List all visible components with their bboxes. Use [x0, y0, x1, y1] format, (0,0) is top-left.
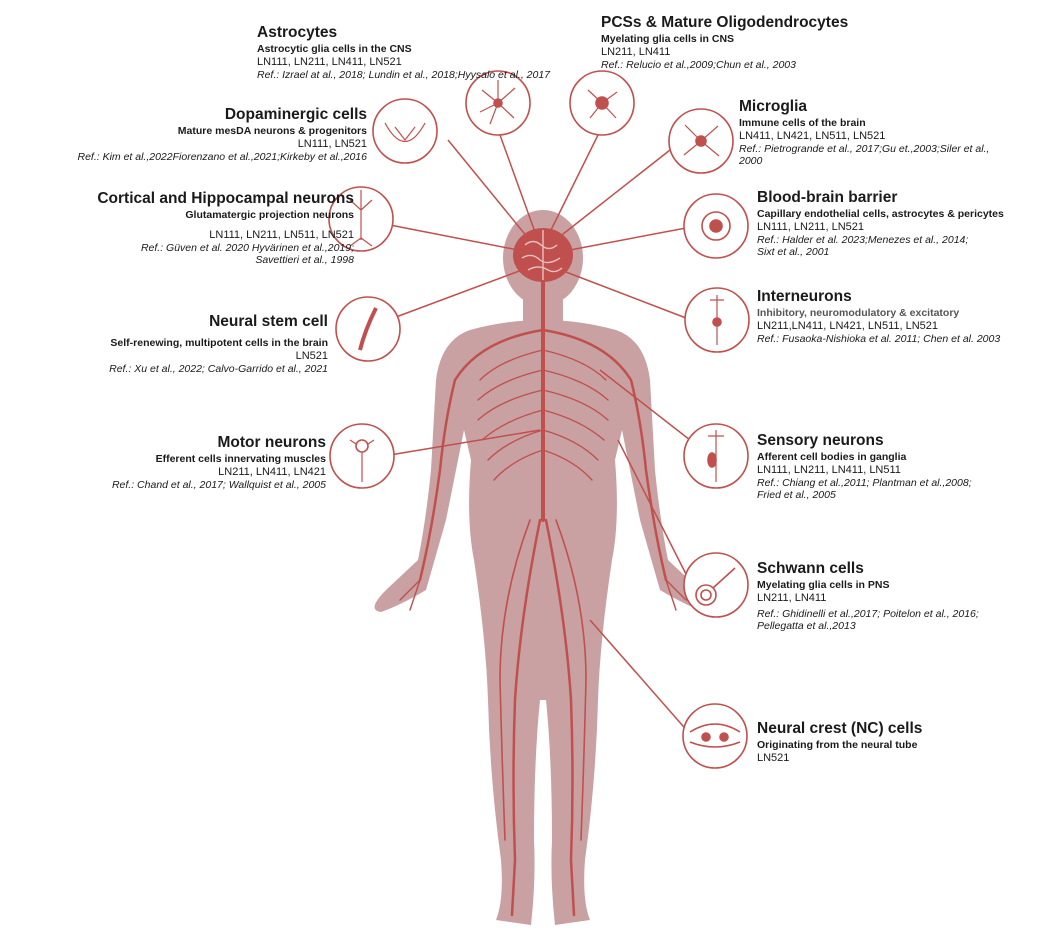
- schwann-ref1: Ref.: Ghidinelli et al.,2017; Poitelon e…: [757, 607, 979, 620]
- astrocytes-label: Astrocytes Astrocytic glia cells in the …: [257, 24, 550, 81]
- astrocytes-subtitle: Astrocytic glia cells in the CNS: [257, 43, 412, 56]
- neural-crest-icon: [682, 703, 748, 769]
- cortical-label: Cortical and Hippocampal neurons Glutama…: [97, 190, 354, 266]
- dopaminergic-subtitle: Mature mesDA neurons & progenitors: [177, 125, 367, 138]
- stem-ref: Ref.: Xu et al., 2022; Calvo-Garrido et …: [109, 362, 328, 375]
- cortical-ref1: Ref.: Güven et al. 2020 Hyvärinen et al.…: [140, 241, 354, 254]
- sensory-title: Sensory neurons: [757, 432, 884, 449]
- cortical-subtitle: Glutamatergic projection neurons: [185, 209, 354, 222]
- sensory-ref2: Fried et al., 2005: [757, 489, 836, 501]
- motor-neuron-icon: [329, 423, 395, 489]
- nerve-network: [399, 278, 687, 917]
- schwann-label: Schwann cells Myelating glia cells in PN…: [757, 560, 979, 632]
- microglia-ref2: 2000: [739, 155, 763, 167]
- pcs-laminins: LN211, LN411: [601, 45, 671, 58]
- astrocytes-laminins: LN111, LN211, LN411, LN521: [257, 55, 402, 68]
- stem-subtitle: Self-renewing, multipotent cells in the …: [110, 337, 328, 350]
- cell-icons: [328, 70, 750, 769]
- dopaminergic-title: Dopaminergic cells: [224, 106, 367, 123]
- nc-title: Neural crest (NC) cells: [757, 720, 923, 737]
- stem-laminins: LN521: [295, 349, 328, 362]
- motor-laminins: LN211, LN411, LN421: [218, 465, 326, 478]
- interneurons-label: Interneurons Inhibitory, neuromodulatory…: [757, 288, 1000, 345]
- schwann-title: Schwann cells: [757, 560, 864, 577]
- pcs-ref: Ref.: Relucio et al.,2009;Chun et al., 2…: [601, 58, 796, 71]
- dopaminergic-laminins: LN111, LN521: [297, 137, 367, 150]
- interneuron-icon: [684, 287, 750, 353]
- sensory-subtitle: Afferent cell bodies in ganglia: [757, 451, 907, 464]
- cortical-title: Cortical and Hippocampal neurons: [97, 190, 354, 207]
- sensory-laminins: LN111, LN211, LN411, LN511: [757, 463, 901, 476]
- pcs-subtitle: Myelating glia cells in CNS: [601, 33, 735, 46]
- bbb-label: Blood-brain barrier Capillary endothelia…: [757, 189, 1004, 258]
- bbb-icon: [683, 193, 749, 259]
- motor-subtitle: Efferent cells innervating muscles: [155, 453, 326, 466]
- schwann-cell-icon: [683, 552, 749, 618]
- bbb-laminins: LN111, LN211, LN521: [757, 220, 865, 233]
- interneurons-subtitle: Inhibitory, neuromodulatory & excitatory: [757, 307, 960, 320]
- motor-ref: Ref.: Chand et al., 2017; Wallquist et a…: [111, 478, 326, 491]
- neural-stem-cell-icon: [335, 296, 401, 362]
- dopaminergic-ref: Ref.: Kim et al.,2022Fiorenzano et al.,2…: [77, 150, 367, 163]
- pcs-title: PCSs & Mature Oligodendrocytes: [601, 14, 849, 31]
- interneurons-ref: Ref.: Fusaoka-Nishioka et al. 2011; Chen…: [757, 332, 1001, 345]
- microglia-ref1: Ref.: Pietrogrande et al., 2017;Gu et.,2…: [739, 142, 990, 155]
- connector-lines: [387, 134, 691, 735]
- motor-label: Motor neurons Efferent cells innervating…: [112, 434, 326, 491]
- dopaminergic-icon: [372, 98, 438, 164]
- astrocytes-title: Astrocytes: [257, 24, 338, 41]
- schwann-ref2: Pellegatta et al.,2013: [757, 620, 856, 632]
- stem-title: Neural stem cell: [209, 313, 328, 330]
- bbb-subtitle: Capillary endothelial cells, astrocytes …: [757, 208, 1004, 221]
- schwann-laminins: LN211, LN411: [757, 591, 827, 604]
- cortical-ref2: Savettieri et al., 1998: [255, 254, 354, 266]
- nc-laminins: LN521: [757, 751, 790, 764]
- brain: [513, 228, 573, 282]
- interneurons-title: Interneurons: [757, 288, 852, 305]
- microglia-icon: [668, 108, 734, 174]
- sensory-ref1: Ref.: Chiang et al.,2011; Plantman et al…: [757, 476, 972, 489]
- motor-title: Motor neurons: [217, 434, 327, 451]
- nc-label: Neural crest (NC) cells Originating from…: [757, 720, 922, 765]
- bbb-ref1: Ref.: Halder et al. 2023;Menezes et al.,…: [757, 233, 969, 246]
- pcs-label: PCSs & Mature Oligodendrocytes Myelating…: [601, 14, 848, 71]
- microglia-title: Microglia: [739, 98, 808, 115]
- astrocyte-icon: [465, 70, 531, 136]
- interneurons-laminins: LN211,LN411, LN421, LN511, LN521: [757, 319, 939, 332]
- microglia-label: Microglia Immune cells of the brain LN41…: [739, 98, 989, 167]
- astrocytes-ref: Ref.: Izrael at al., 2018; Lundin et al.…: [257, 68, 551, 81]
- dopaminergic-label: Dopaminergic cells Mature mesDA neurons …: [77, 106, 367, 163]
- nc-subtitle: Originating from the neural tube: [757, 739, 918, 752]
- schwann-subtitle: Myelating glia cells in PNS: [757, 579, 890, 592]
- sensory-neuron-icon: [683, 423, 749, 489]
- bbb-ref2: Sixt et al., 2001: [757, 246, 830, 258]
- stem-label: Neural stem cell Self-renewing, multipot…: [109, 313, 328, 375]
- cortical-laminins: LN111, LN211, LN511, LN521: [209, 228, 354, 241]
- microglia-subtitle: Immune cells of the brain: [739, 117, 866, 130]
- sensory-label: Sensory neurons Afferent cell bodies in …: [757, 432, 972, 501]
- oligodendrocyte-icon: [569, 70, 635, 136]
- cortical-neuron-icon: [328, 186, 394, 252]
- bbb-title: Blood-brain barrier: [757, 189, 898, 206]
- microglia-laminins: LN411, LN421, LN511, LN521: [739, 129, 886, 142]
